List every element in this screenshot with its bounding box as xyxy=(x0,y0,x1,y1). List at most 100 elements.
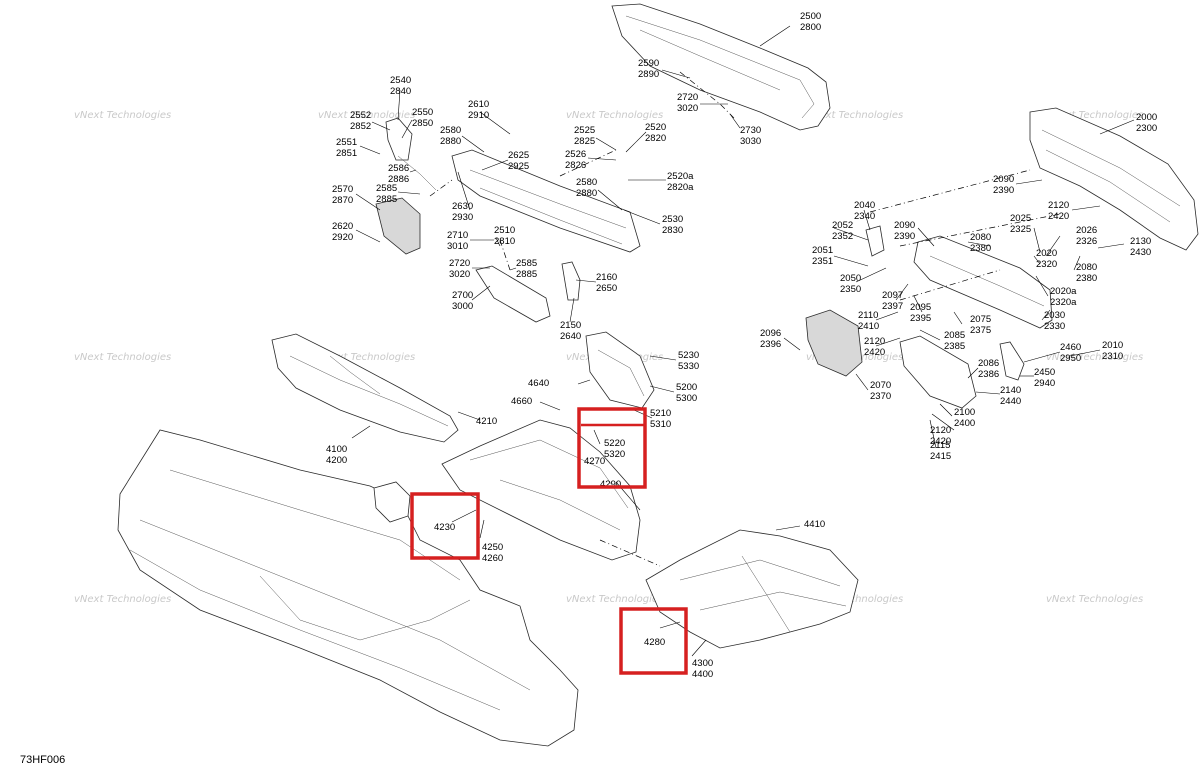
part-number: 2500 xyxy=(800,11,821,22)
part-number: 4200 xyxy=(326,455,347,466)
part-number: 2026 xyxy=(1076,225,1097,236)
part-number: 2890 xyxy=(638,69,659,80)
part-number: 2552 xyxy=(350,110,371,121)
part-number: 3020 xyxy=(677,103,698,114)
part-number: 5230 xyxy=(678,350,699,361)
part-number: 3010 xyxy=(447,241,468,252)
part-number: 2070 xyxy=(870,380,891,391)
part-number: 2110 xyxy=(858,310,878,321)
part-number: 2720 xyxy=(449,258,470,269)
part-number: 2150 xyxy=(560,320,581,331)
part-number: 2520 xyxy=(645,122,666,133)
part-number: 2430 xyxy=(1130,247,1151,258)
part-number: 2380 xyxy=(1076,273,1097,284)
watermark: vNext Technologies xyxy=(74,352,171,363)
part-number: 2610 xyxy=(468,99,489,110)
part-number: 2585 xyxy=(376,183,397,194)
part-number: 4250 xyxy=(482,542,503,553)
part-number: 2000 xyxy=(1136,112,1157,123)
part-number: 4290 xyxy=(600,479,621,490)
part-number: 2730 xyxy=(740,125,761,136)
part-number: 2020a xyxy=(1050,286,1077,297)
part-number: 2350 xyxy=(840,284,861,295)
part-number: 2420 xyxy=(1048,211,1069,222)
part-number: 2870 xyxy=(332,195,353,206)
part-number: 2530 xyxy=(662,214,683,225)
part-number: 2396 xyxy=(760,339,781,350)
part-number: 2010 xyxy=(1102,340,1123,351)
part-number: 2050 xyxy=(840,273,861,284)
part-number: 2115 xyxy=(930,440,950,451)
part-number: 2880 xyxy=(576,188,597,199)
part-number: 2930 xyxy=(452,212,473,223)
part-number: 2385 xyxy=(944,341,965,352)
part-number: 2300 xyxy=(1136,123,1157,134)
part-number: 2075 xyxy=(970,314,991,325)
part-number: 3000 xyxy=(452,301,473,312)
part-number: 2120 xyxy=(864,336,885,347)
part-number: 4270 xyxy=(584,456,605,467)
part-number: 2551 xyxy=(336,137,357,148)
part-number: 2586 xyxy=(388,163,409,174)
watermark: vNext Technologies xyxy=(566,110,663,121)
part-number: 2400 xyxy=(954,418,975,429)
part-number: 2320a xyxy=(1050,297,1077,308)
rocker-panel-left xyxy=(271,333,459,443)
watermark: vNext Technologies xyxy=(806,594,903,605)
part-number: 4410 xyxy=(804,519,825,530)
part-number: 2386 xyxy=(978,369,999,380)
part-number: 2640 xyxy=(560,331,581,342)
part-number: 2886 xyxy=(388,174,409,185)
part-number: 4660 xyxy=(511,396,532,407)
part-number: 2630 xyxy=(452,201,473,212)
part-number: 2120 xyxy=(930,425,951,436)
part-number: 2525 xyxy=(574,125,595,136)
part-number: 5210 xyxy=(650,408,671,419)
part-number: 2851 xyxy=(336,148,357,159)
part-number: 2820 xyxy=(645,133,666,144)
part-number: 2370 xyxy=(870,391,891,402)
leader-lines xyxy=(351,25,1135,657)
body-floor-panel-left xyxy=(117,429,579,747)
part-number: 5220 xyxy=(604,438,625,449)
watermark: vNext Technologies xyxy=(566,594,663,605)
part-number: 2090 xyxy=(894,220,915,231)
part-number: 2940 xyxy=(1034,378,1055,389)
part-number: 2580 xyxy=(440,125,461,136)
highlight-boxes xyxy=(410,407,688,675)
part-number: 2800 xyxy=(800,22,821,33)
part-number: 2590 xyxy=(638,58,659,69)
part-number: 2450 xyxy=(1034,367,1055,378)
part-number: 2810 xyxy=(494,236,515,247)
part-number: 2397 xyxy=(882,301,903,312)
part-number: 2950 xyxy=(1060,353,1081,364)
part-number: 2460 xyxy=(1060,342,1081,353)
part-number: 2910 xyxy=(468,110,489,121)
part-number: 2380 xyxy=(970,243,991,254)
part-number: 2140 xyxy=(1000,385,1021,396)
part-number: 2320 xyxy=(1036,259,1057,270)
part-number: 4300 xyxy=(692,658,713,669)
part-number: 2130 xyxy=(1130,236,1151,247)
centre-floor-panel xyxy=(441,331,655,561)
part-number: 2920 xyxy=(332,232,353,243)
part-number: 2526 xyxy=(565,149,586,160)
watermark: vNext Technologies xyxy=(74,594,171,605)
part-number: 2390 xyxy=(894,231,915,242)
part-number: 5200 xyxy=(676,382,697,393)
part-number: 2390 xyxy=(993,185,1014,196)
part-number: 2410 xyxy=(858,321,879,332)
part-number: 2885 xyxy=(376,194,397,205)
highlight-box-4280 xyxy=(619,607,688,675)
part-number: 2415 xyxy=(930,451,951,462)
part-number: 4280 xyxy=(644,637,665,648)
part-number: 2880 xyxy=(440,136,461,147)
part-number: 2885 xyxy=(516,269,537,280)
part-number: 2520a xyxy=(667,171,694,182)
part-number: 2395 xyxy=(910,313,931,324)
part-number: 2585 xyxy=(516,258,537,269)
part-number: 5310 xyxy=(650,419,671,430)
part-number: 2330 xyxy=(1044,321,1065,332)
part-number: 2040 xyxy=(854,200,875,211)
part-number: 2620 xyxy=(332,221,353,232)
